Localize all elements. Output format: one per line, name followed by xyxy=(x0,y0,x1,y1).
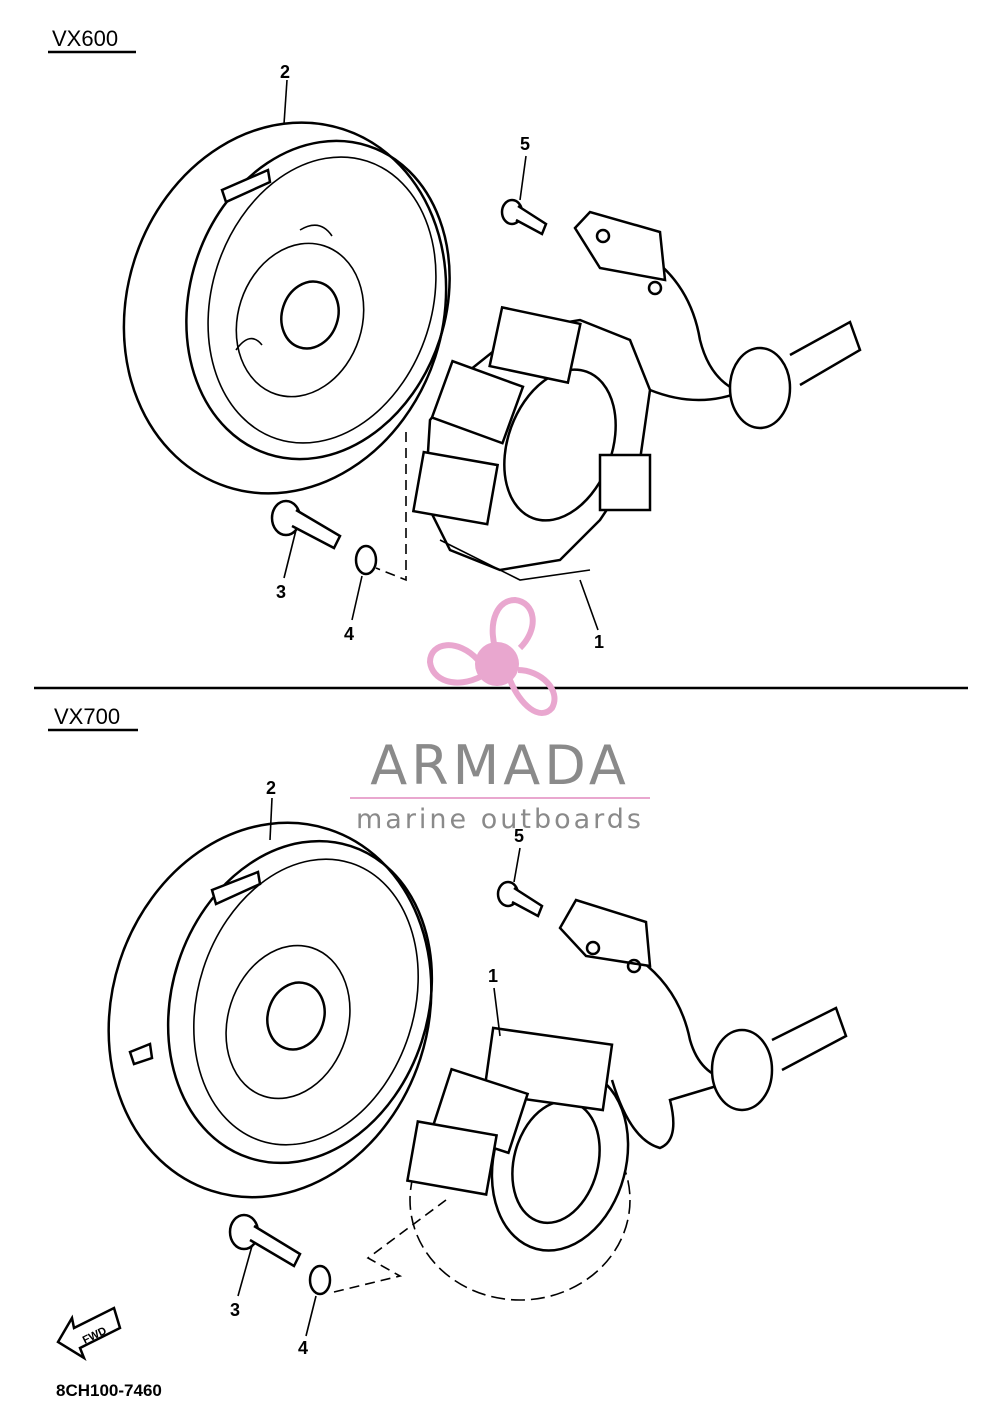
washer-illustration xyxy=(308,1264,332,1296)
leader-line xyxy=(519,155,527,201)
callout-rotor: 2 xyxy=(280,62,290,82)
bolt-illustration xyxy=(270,499,342,550)
part-code: 8CH100-7460 xyxy=(56,1381,162,1400)
washer-illustration xyxy=(354,544,378,576)
leader-line xyxy=(305,1295,317,1337)
rotor-flywheel-illustration xyxy=(122,121,451,495)
section-title-vx600: VX600 xyxy=(52,26,118,51)
assembly-dash-line xyxy=(375,432,407,582)
section-vx600: VX600 xyxy=(48,26,862,652)
armada-watermark: ARMADA marine outboards xyxy=(350,596,650,835)
callout-screw: 5 xyxy=(514,826,524,846)
assembly-dash-line xyxy=(333,1199,447,1293)
rotor-flywheel-illustration xyxy=(107,821,434,1199)
leader-line xyxy=(283,79,288,125)
watermark-tagline: marine outboards xyxy=(356,804,644,835)
callout-washer: 4 xyxy=(344,624,354,644)
leader-line xyxy=(351,575,363,621)
callout-bolt: 3 xyxy=(276,582,286,602)
propeller-logo-icon xyxy=(426,596,558,716)
leader-line xyxy=(579,579,599,631)
callout-rotor: 2 xyxy=(266,778,276,798)
leader-line xyxy=(283,529,297,579)
leader-line xyxy=(269,797,273,841)
section-title-vx700: VX700 xyxy=(54,704,120,729)
screw-illustration xyxy=(500,198,548,236)
watermark-brand: ARMADA xyxy=(370,734,630,797)
callout-screw: 5 xyxy=(520,134,530,154)
callout-stator: 1 xyxy=(488,966,498,986)
stator-coil-illustration xyxy=(405,898,848,1301)
leader-line xyxy=(513,847,521,883)
callout-bolt: 3 xyxy=(230,1300,240,1320)
callout-washer: 4 xyxy=(298,1338,308,1358)
screw-illustration xyxy=(496,880,544,918)
section-vx700: VX700 xyxy=(48,704,848,1400)
callout-stator: 1 xyxy=(594,632,604,652)
stator-coil-illustration xyxy=(411,210,862,581)
leader-line xyxy=(493,987,501,1037)
fwd-arrow-icon: FWD xyxy=(56,1306,122,1362)
leader-line xyxy=(237,1245,253,1297)
bolt-illustration xyxy=(228,1213,302,1268)
